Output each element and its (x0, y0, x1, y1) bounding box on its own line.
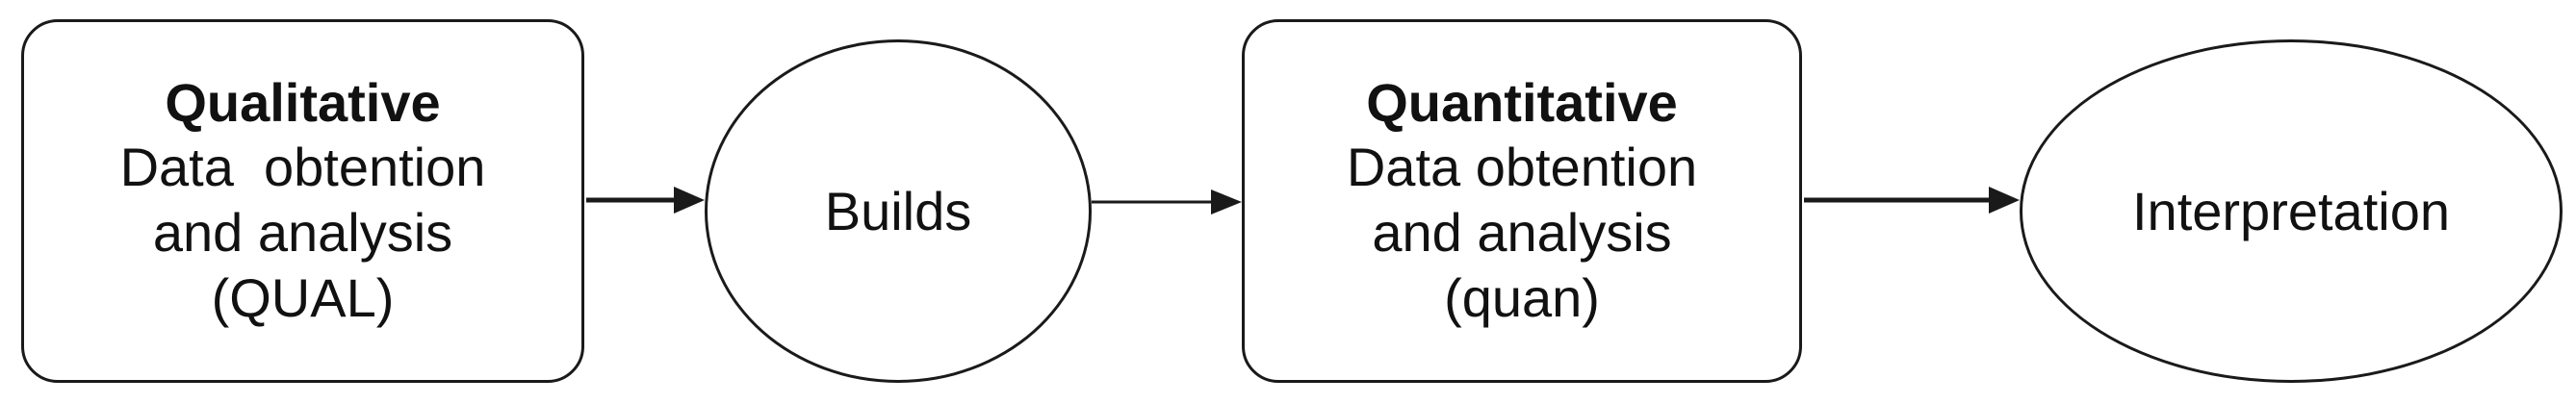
builds-circle: Builds (705, 39, 1092, 383)
builds-label: Builds (824, 180, 972, 241)
arrow-quan-to-interpretation (1804, 187, 2020, 214)
quantitative-box: Quantitative Data obtention and analysis… (1242, 19, 1802, 383)
interpretation-ellipse: Interpretation (2020, 39, 2563, 383)
qualitative-line-3: (QUAL) (211, 267, 395, 328)
arrow-qual-to-builds (586, 187, 705, 214)
qualitative-box: Qualitative Data obtention and analysis … (21, 19, 584, 383)
qualitative-line-2: and analysis (152, 202, 453, 263)
quantitative-line-1: Data obtention (1346, 137, 1698, 197)
quantitative-heading: Quantitative (1366, 72, 1678, 133)
quantitative-line-3: (quan) (1444, 267, 1600, 328)
arrow-builds-to-quan (1092, 189, 1242, 215)
qualitative-heading: Qualitative (165, 72, 441, 133)
interpretation-label: Interpretation (2132, 180, 2450, 241)
quantitative-line-2: and analysis (1372, 202, 1672, 263)
qualitative-line-1: Data obtention (119, 137, 486, 197)
